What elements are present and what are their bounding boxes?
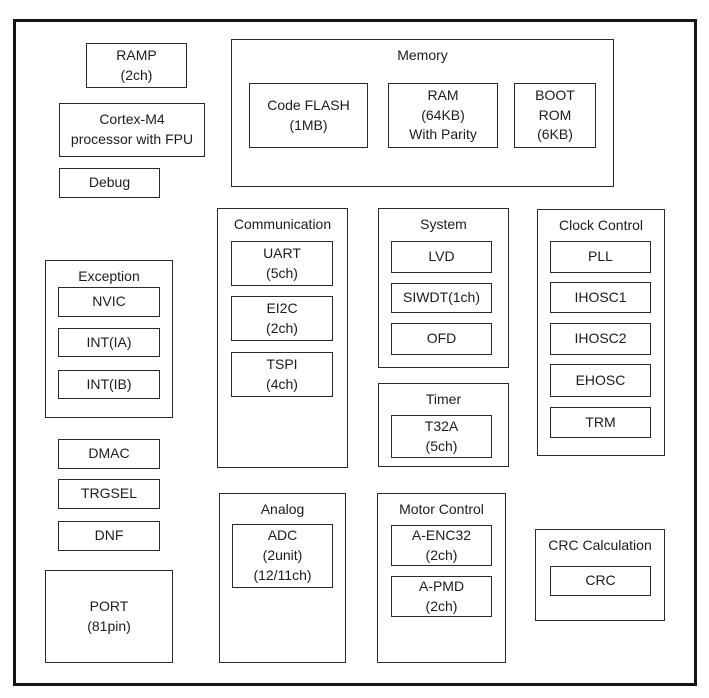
block-lvd: LVD xyxy=(391,241,492,273)
block-dmac: DMAC xyxy=(58,439,160,469)
block-debug: Debug xyxy=(59,168,160,198)
block-adc-channels: (12/11ch) xyxy=(253,566,312,583)
block-ihosc1: IHOSC1 xyxy=(550,282,651,313)
block-pll-label: PLL xyxy=(588,248,613,265)
communication-group: Communication UART (5ch) EI2C (2ch) TSPI… xyxy=(217,208,348,468)
block-tspi-channels: (4ch) xyxy=(266,375,298,392)
block-nvic-label: NVIC xyxy=(92,293,126,310)
clock-control-group: Clock Control PLL IHOSC1 IHOSC2 EHOSC TR… xyxy=(537,209,665,456)
analog-group-title: Analog xyxy=(260,501,305,517)
block-dnf: DNF xyxy=(58,521,160,551)
block-boot-rom-size: (6KB) xyxy=(537,126,573,143)
block-int-ia-label: INT(IA) xyxy=(86,333,132,350)
block-uart-label: UART xyxy=(263,244,301,261)
memory-group: Memory Code FLASH (1MB) RAM (64KB) With … xyxy=(231,39,614,187)
system-group: System LVD SIWDT(1ch) OFD xyxy=(378,208,509,368)
clock-control-group-title: Clock Control xyxy=(558,217,644,233)
system-group-title: System xyxy=(420,216,467,232)
block-ramp: RAMP (2ch) xyxy=(86,43,187,88)
block-code-flash-label: Code FLASH xyxy=(267,96,350,113)
block-trgsel-label: TRGSEL xyxy=(80,485,137,502)
block-adc-units: (2unit) xyxy=(262,547,303,564)
block-t32a: T32A (5ch) xyxy=(391,415,492,458)
block-int-ib: INT(IB) xyxy=(58,370,160,399)
block-ihosc2-label: IHOSC2 xyxy=(574,330,627,347)
block-boot-rom-label2: ROM xyxy=(538,106,572,123)
block-pll: PLL xyxy=(550,241,651,273)
block-nvic: NVIC xyxy=(58,287,160,317)
block-ehosc: EHOSC xyxy=(550,364,651,397)
block-a-enc32-channels: (2ch) xyxy=(425,546,458,563)
block-t32a-channels: (5ch) xyxy=(425,437,458,454)
block-code-flash-size: (1MB) xyxy=(289,116,328,133)
communication-group-title: Communication xyxy=(233,216,332,232)
block-ei2c-label: EI2C xyxy=(266,299,298,316)
block-uart: UART (5ch) xyxy=(231,241,333,286)
block-ramp-label: RAMP xyxy=(116,46,157,63)
memory-group-title: Memory xyxy=(397,47,448,63)
block-adc: ADC (2unit) (12/11ch) xyxy=(232,524,333,588)
block-tspi: TSPI (4ch) xyxy=(231,352,333,397)
timer-group-title: Timer xyxy=(425,391,462,407)
block-ram-parity: With Parity xyxy=(409,126,477,143)
block-tspi-label: TSPI xyxy=(266,355,298,372)
block-ehosc-label: EHOSC xyxy=(575,371,626,388)
block-ram-label: RAM xyxy=(427,86,459,103)
block-debug-label: Debug xyxy=(88,174,131,191)
block-ihosc1-label: IHOSC1 xyxy=(574,288,627,305)
timer-group: Timer T32A (5ch) xyxy=(378,383,509,467)
block-t32a-label: T32A xyxy=(424,417,459,434)
block-cortex-m4-label: Cortex-M4 xyxy=(99,111,165,128)
block-dnf-label: DNF xyxy=(94,527,124,544)
block-adc-label: ADC xyxy=(267,527,298,544)
block-port-label: PORT xyxy=(89,597,129,614)
block-siwdt-label: SIWDT(1ch) xyxy=(403,289,480,306)
block-dmac-label: DMAC xyxy=(88,445,130,462)
block-crc: CRC xyxy=(550,566,651,596)
block-a-pmd-label: A-PMD xyxy=(418,577,465,594)
block-code-flash: Code FLASH (1MB) xyxy=(249,83,368,148)
block-ram: RAM (64KB) With Parity xyxy=(388,83,498,148)
exception-group: Exception NVIC INT(IA) INT(IB) xyxy=(45,260,173,418)
crc-calculation-group-title: CRC Calculation xyxy=(548,537,652,553)
block-int-ia: INT(IA) xyxy=(58,328,160,357)
block-trgsel: TRGSEL xyxy=(58,479,160,509)
block-a-pmd-channels: (2ch) xyxy=(425,597,458,614)
motor-control-group: Motor Control A-ENC32 (2ch) A-PMD (2ch) xyxy=(377,493,506,663)
block-ofd-label: OFD xyxy=(426,330,457,347)
block-port-pins: (81pin) xyxy=(87,617,131,634)
block-cortex-m4-subtitle: processor with FPU xyxy=(70,131,194,147)
block-int-ib-label: INT(IB) xyxy=(86,375,132,392)
block-ram-size: (64KB) xyxy=(421,106,465,123)
block-trm: TRM xyxy=(550,407,651,438)
block-lvd-label: LVD xyxy=(428,248,455,265)
block-ei2c-channels: (2ch) xyxy=(266,319,298,336)
block-siwdt: SIWDT(1ch) xyxy=(391,283,492,313)
exception-group-title: Exception xyxy=(78,268,140,284)
block-a-enc32-label: A-ENC32 xyxy=(411,526,472,543)
block-a-enc32: A-ENC32 (2ch) xyxy=(391,525,492,566)
analog-group: Analog ADC (2unit) (12/11ch) xyxy=(219,493,346,663)
block-boot-rom: BOOT ROM (6KB) xyxy=(514,83,596,148)
block-ei2c: EI2C (2ch) xyxy=(231,296,333,341)
block-trm-label: TRM xyxy=(585,413,616,430)
motor-control-group-title: Motor Control xyxy=(399,501,484,517)
block-a-pmd: A-PMD (2ch) xyxy=(391,576,492,617)
block-ramp-channels: (2ch) xyxy=(120,66,153,83)
block-cortex-m4: Cortex-M4 processor with FPU xyxy=(59,103,205,157)
block-crc-label: CRC xyxy=(585,572,616,589)
block-ofd: OFD xyxy=(391,323,492,355)
block-boot-rom-label1: BOOT xyxy=(535,86,575,103)
block-uart-channels: (5ch) xyxy=(266,264,298,281)
block-ihosc2: IHOSC2 xyxy=(550,323,651,355)
crc-calculation-group: CRC Calculation CRC xyxy=(535,529,665,621)
block-port: PORT (81pin) xyxy=(45,570,173,663)
